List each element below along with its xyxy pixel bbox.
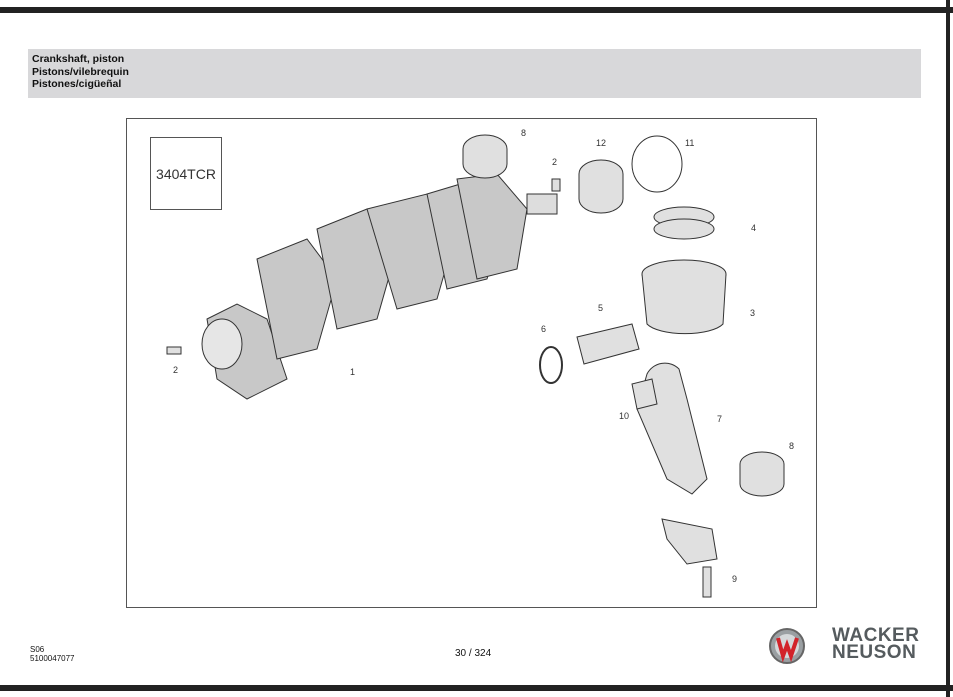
parts-diagram: 3404TCR xyxy=(126,118,817,608)
brand-logo-text: WACKER NEUSON xyxy=(832,625,920,663)
crankshaft xyxy=(201,173,558,400)
callout-11: 11 xyxy=(685,138,695,148)
callout-6: 6 xyxy=(541,324,547,334)
title-es: Pistones/cigüeñal xyxy=(32,78,122,90)
page-indicator: 30 / 324 xyxy=(455,648,492,659)
callout-7: 7 xyxy=(717,414,723,424)
section-header: Crankshaft, piston Pistons/vilebrequin P… xyxy=(28,49,921,98)
title-fr: Pistons/vilebrequin xyxy=(32,65,129,78)
callout-10: 10 xyxy=(619,411,630,421)
brand-line-2: NEUSON xyxy=(832,642,917,663)
callout-1: 1 xyxy=(350,367,356,377)
bottom-border xyxy=(0,685,953,691)
title-en: Crankshaft, piston xyxy=(32,53,125,65)
callout-2b: 2 xyxy=(173,365,179,375)
exploded-view-drawing xyxy=(166,134,785,598)
model-label: 3404TCR xyxy=(150,137,222,210)
callout-5: 5 xyxy=(598,303,604,313)
callout-12: 12 xyxy=(596,138,607,148)
doc-number: 5100047077 xyxy=(30,654,75,663)
callout-3: 3 xyxy=(750,308,756,318)
callout-8b: 8 xyxy=(789,441,795,451)
brand-line-1: WACKER xyxy=(832,625,920,646)
callout-8: 8 xyxy=(521,128,527,138)
callout-9: 9 xyxy=(732,574,738,584)
right-border xyxy=(946,0,950,697)
section-code: S06 xyxy=(30,645,45,654)
top-border xyxy=(0,7,953,13)
callout-4: 4 xyxy=(751,223,757,233)
callout-2: 2 xyxy=(552,157,558,167)
